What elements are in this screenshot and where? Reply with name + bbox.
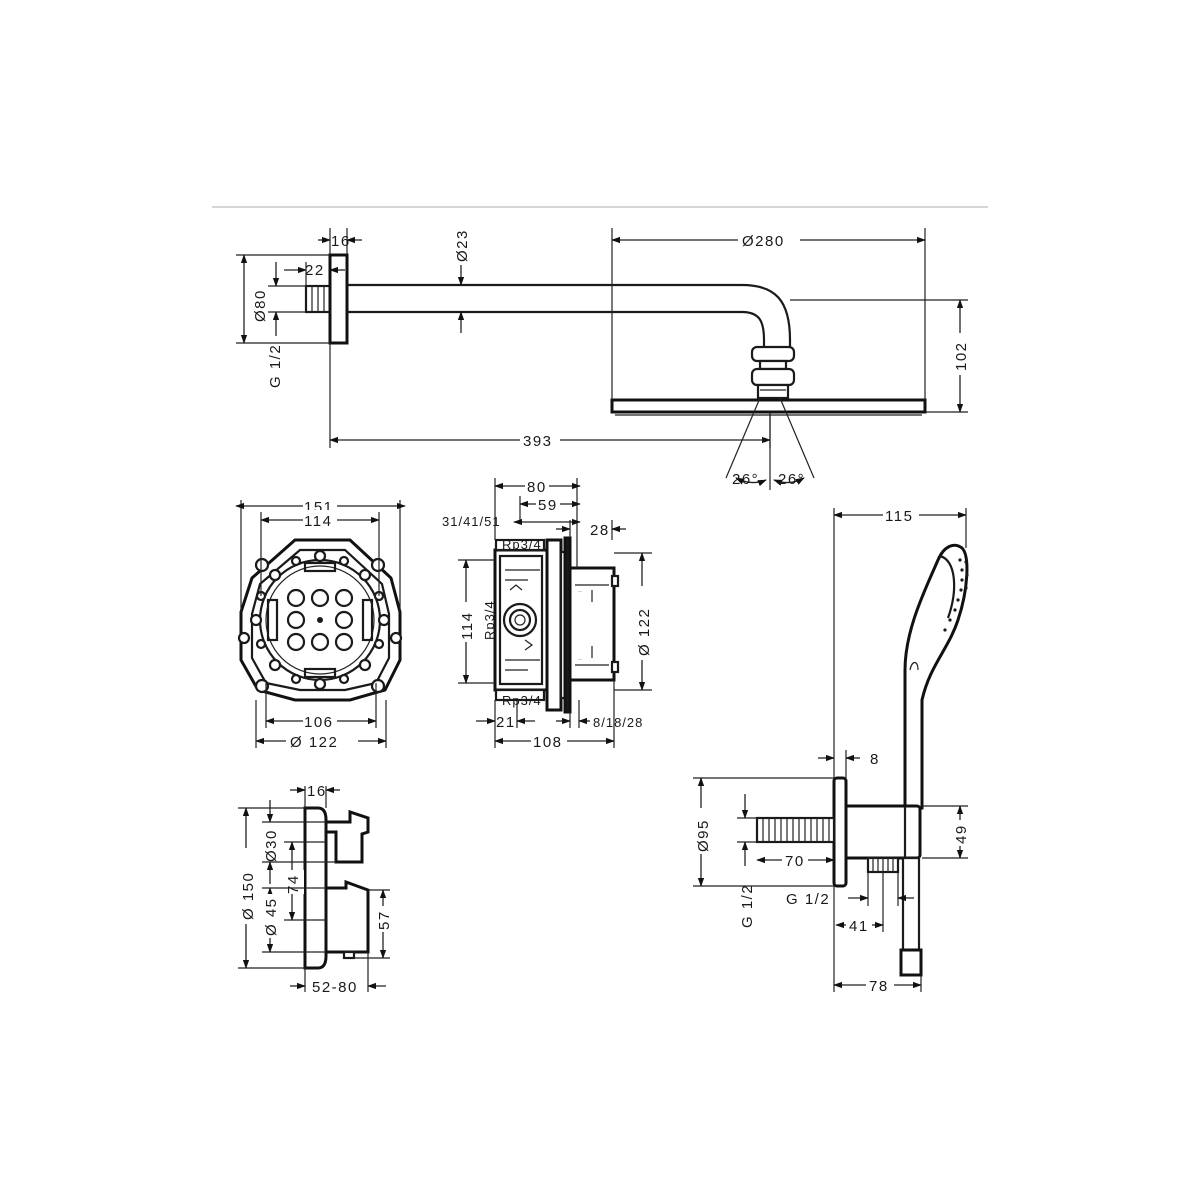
- dim-holder-height: 49: [953, 824, 970, 844]
- dim-depth-inner: 59: [538, 497, 558, 514]
- dim-base-offset: 21: [496, 714, 516, 731]
- wall-flange: [328, 253, 349, 345]
- dim-thread-right: G 1/2: [786, 891, 830, 908]
- mounting-box-front-view: 151 114 106 Ø 122: [235, 496, 406, 751]
- thermostat-knob-small: [324, 809, 370, 864]
- box-cartridge: [568, 566, 616, 682]
- dim-arm-projection: 393: [523, 433, 553, 450]
- dim-box-height: 114: [459, 612, 476, 640]
- label-port-bottom: Rp3/4: [502, 693, 542, 708]
- dim-plate-diameter: Ø 150: [240, 872, 257, 920]
- dim-thread: G 1/2: [267, 344, 284, 388]
- label-port-top: Rp3/4: [502, 537, 542, 552]
- dim-depth-total: 80: [527, 479, 547, 496]
- outlet-thread: [755, 816, 836, 844]
- wall-outlet-holder: [843, 804, 922, 860]
- dim-head-diameter: Ø280: [742, 233, 785, 250]
- hose: [901, 856, 921, 952]
- dim-connector-length: 22: [305, 262, 325, 279]
- port-grid: [286, 588, 354, 652]
- label-port-middle: Rp3/4: [482, 600, 497, 640]
- dim-box-diameter: Ø 122: [290, 734, 338, 751]
- dim-head-height: 102: [953, 341, 970, 371]
- dim-knob-small: Ø30: [263, 829, 280, 862]
- dim-side-diameter: Ø 122: [636, 608, 653, 656]
- shower-arm: [347, 283, 792, 348]
- hand-shower: [903, 543, 969, 810]
- svg-text:---: ---: [578, 656, 583, 661]
- svg-text:---: ---: [578, 588, 583, 593]
- mounting-box-side-view: --- --- 80 59 31/41/51 28 Rp3/4 Rp3/4 Rp…: [442, 476, 654, 751]
- shower-head: [610, 398, 927, 414]
- hand-shower-view: 115 8 Ø95 G 1/2 70 G 1/2 49 41: [691, 505, 972, 995]
- dim-arm-flange-depth: 16: [331, 233, 351, 250]
- dim-overall-depth: 108: [533, 734, 563, 751]
- dim-knob-spacing: 74: [285, 874, 302, 894]
- dim-front-depth: 28: [590, 522, 610, 539]
- dim-projection: 52-80: [312, 979, 358, 996]
- thermostat-view: 16 Ø 150 Ø30 74 Ø 45 57 52-80: [236, 783, 395, 996]
- dim-flange-diameter: Ø80: [252, 289, 269, 322]
- shower-head-view: 16 22 Ø80 G 1/2 Ø23 Ø280 102 393: [236, 228, 970, 490]
- dim-outlet-offset: 41: [849, 918, 869, 935]
- dim-cover-options: 8/18/28: [593, 715, 643, 730]
- thermostat-knob-large: [324, 879, 370, 954]
- dim-hose-offset: 78: [869, 978, 889, 995]
- dim-depth-options: 31/41/51: [442, 514, 501, 529]
- dim-tilt-left: 26°: [732, 471, 759, 488]
- dim-arm-diameter: Ø23: [454, 229, 471, 262]
- dim-handset-width: 115: [885, 508, 913, 525]
- dim-thread-length: 70: [785, 853, 805, 870]
- dim-tilt-right: 26°: [778, 471, 805, 488]
- outlet-flange: [832, 776, 848, 888]
- dim-plate-depth: 16: [307, 783, 327, 800]
- dim-inner-width: 114: [304, 513, 332, 530]
- dim-knob-height: 57: [376, 910, 393, 930]
- dim-bottom-width: 106: [304, 714, 334, 731]
- dim-outlet-diameter: Ø95: [695, 819, 712, 852]
- dim-outlet-flange-depth: 8: [870, 751, 880, 768]
- side-port: [502, 602, 538, 638]
- dim-knob-large: Ø 45: [263, 897, 280, 936]
- dim-thread-left: G 1/2: [739, 884, 756, 928]
